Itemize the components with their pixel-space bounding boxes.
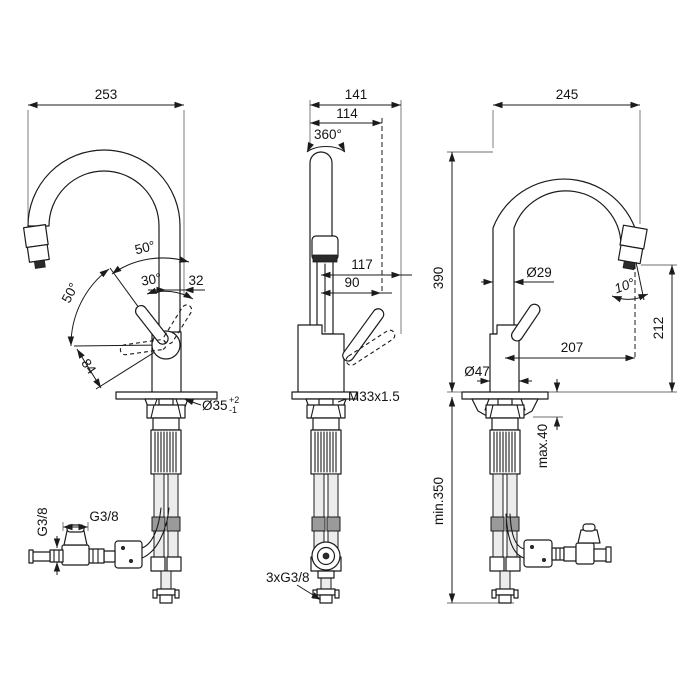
dim-front-shank-thread: M33x1.5: [337, 389, 400, 404]
dim-left-overall-width: 253: [28, 87, 184, 109]
dim-front-reach-inner: 90: [321, 275, 392, 297]
middle-view-faucet: [291, 151, 396, 604]
dim-right-outlet-angle: 10°: [610, 261, 650, 303]
left-view-faucet: [23, 149, 218, 604]
handle-lever-front-dashed: [345, 329, 396, 366]
tolerance-minus: -1: [229, 405, 237, 415]
dim-right-body-diameter: Ø47: [464, 364, 532, 385]
dim-right-outlet-height: 212: [651, 265, 676, 392]
tolerance-plus: +2: [229, 395, 239, 405]
svg-text:Ø29: Ø29: [526, 265, 552, 280]
dim-right-spout-tube-diameter: Ø29: [481, 265, 554, 286]
svg-text:390: 390: [431, 267, 446, 290]
spray-head-right: [617, 224, 648, 271]
dim-left-handle-open-angle: 30°: [140, 270, 195, 302]
deck-flange-right: [461, 391, 549, 400]
svg-text:Ø47: Ø47: [464, 364, 490, 379]
spray-head: [23, 224, 50, 269]
dim-front-supply-connections: 3xG3/8: [266, 570, 323, 603]
svg-text:32: 32: [188, 273, 203, 288]
svg-text:10°: 10°: [612, 275, 637, 296]
svg-text:84: 84: [78, 356, 99, 377]
spout-gooseneck-right: [492, 178, 641, 335]
dim-left-outlet-offset: 32: [148, 273, 205, 294]
svg-text:141: 141: [345, 87, 368, 102]
dim-front-reach-outer: 117: [321, 257, 412, 279]
dim-hose-length-below: min.350: [431, 397, 456, 603]
handle-lever-right: [510, 303, 541, 342]
right-view-faucet: [461, 178, 648, 604]
svg-text:50°: 50°: [59, 280, 82, 305]
dim-right-overall-width: 245: [493, 87, 640, 109]
dim-left-swivel-upper-angle: 50°: [110, 238, 190, 277]
dim-left-hole-diameter: Ø35 +2 -1: [183, 395, 239, 415]
svg-text:G3/8: G3/8: [35, 507, 50, 536]
angle-valve-left: [28, 507, 170, 569]
svg-text:245: 245: [556, 87, 579, 102]
dim-right-spout-reach: 207: [505, 340, 635, 362]
svg-text:117: 117: [351, 257, 373, 272]
check-valve-filter: [311, 541, 341, 579]
dim-left-handle-length: 84: [74, 347, 104, 390]
spout-gooseneck: [27, 149, 181, 335]
svg-text:min.350: min.350: [431, 477, 446, 525]
dim-left-valve-thread-horizontal: G3/8: [62, 509, 119, 531]
dim-label: 253: [95, 87, 118, 102]
svg-text:90: 90: [344, 275, 359, 290]
svg-text:Ø35: Ø35: [202, 398, 228, 413]
svg-text:114: 114: [336, 106, 358, 121]
dim-height-above-deck: 390: [431, 152, 456, 392]
svg-text:207: 207: [561, 340, 584, 355]
svg-text:M33x1.5: M33x1.5: [348, 389, 400, 404]
dim-left-valve-thread-vertical: G3/8: [35, 507, 61, 575]
svg-text:30°: 30°: [140, 270, 163, 288]
svg-text:212: 212: [651, 317, 666, 340]
dim-front-overall-width: 141: [310, 87, 401, 109]
handle-lever-front: [342, 308, 385, 362]
svg-text:50°: 50°: [133, 238, 156, 257]
svg-text:3xG3/8: 3xG3/8: [266, 570, 310, 585]
dim-right-deck-thickness: max.40: [535, 379, 561, 468]
svg-text:max.40: max.40: [535, 424, 550, 468]
svg-text:G3/8: G3/8: [89, 509, 118, 524]
faucet-body-front: [297, 324, 345, 395]
dim-front-swivel-range: 360°: [304, 127, 348, 154]
angle-valve-right: [505, 513, 612, 568]
handle-lever-dashed-up: [163, 304, 193, 345]
dim-left-handle-travel-angle: 50°: [59, 266, 111, 347]
dim-front-spout-width: 114: [310, 106, 382, 127]
svg-text:360°: 360°: [314, 127, 342, 142]
